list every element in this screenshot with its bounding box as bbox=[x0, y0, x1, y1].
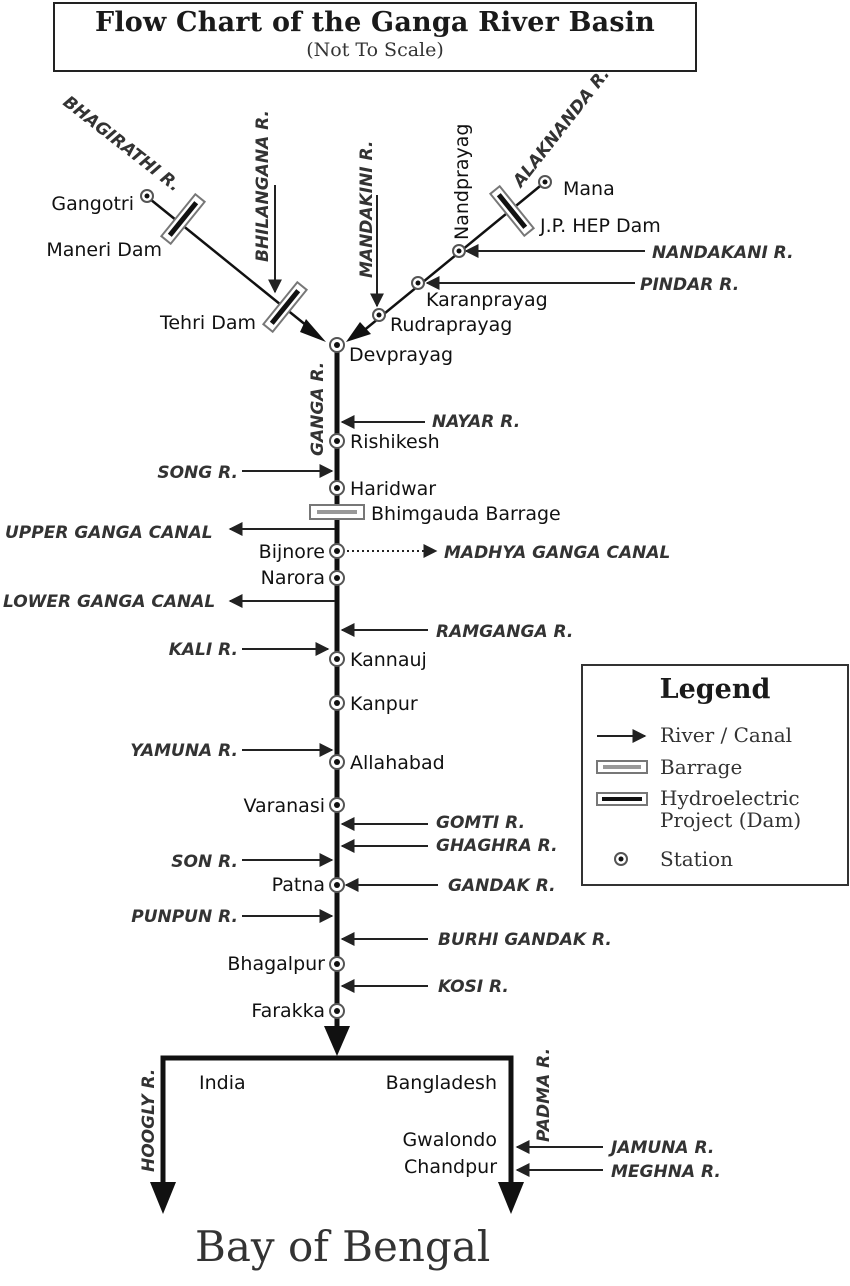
label-narora: Narora bbox=[261, 567, 325, 589]
legend-title: Legend bbox=[659, 674, 771, 705]
label-bhimgauda-barrage: Bhimgauda Barrage bbox=[371, 503, 561, 525]
label-tehri-dam: Tehri Dam bbox=[159, 312, 256, 334]
label-bangladesh: Bangladesh bbox=[386, 1072, 497, 1094]
title-box: Flow Chart of the Ganga River Basin (Not… bbox=[53, 2, 697, 72]
label-gangotri: Gangotri bbox=[51, 193, 134, 215]
label-gwalondo: Gwalondo bbox=[402, 1129, 497, 1151]
label-patna: Patna bbox=[272, 874, 325, 896]
label-yamuna-river: YAMUNA R. bbox=[130, 741, 238, 761]
label-karanprayag: Karanprayag bbox=[426, 289, 548, 311]
label-kannauj: Kannauj bbox=[350, 649, 427, 671]
label-jamuna-river: JAMUNA R. bbox=[608, 1138, 714, 1158]
label-padma-river: PADMA R. bbox=[534, 1048, 554, 1142]
label-mandakini-river: MANDAKINI R. bbox=[357, 141, 377, 278]
maneri-dam-symbol bbox=[159, 192, 207, 246]
label-ramganga-river: RAMGANGA R. bbox=[436, 622, 573, 642]
label-ganga-river: GANGA R. bbox=[308, 362, 328, 456]
label-kali-river: KALI R. bbox=[169, 640, 238, 660]
legend-station-label: Station bbox=[660, 847, 734, 871]
label-allahabad: Allahabad bbox=[350, 752, 445, 774]
label-pindar-river: PINDAR R. bbox=[640, 275, 739, 295]
label-punpun-river: PUNPUN R. bbox=[131, 907, 238, 927]
hoogly-arrowhead bbox=[150, 1182, 176, 1214]
label-kosi-river: KOSI R. bbox=[438, 977, 509, 997]
label-bhilangana-river: BHILANGANA R. bbox=[253, 110, 273, 262]
label-mana: Mana bbox=[563, 178, 615, 200]
legend-barrage-icon bbox=[596, 760, 648, 774]
label-alaknanda-river: ALAKNANDA R. bbox=[508, 65, 614, 193]
label-nandprayag: Nandprayag bbox=[451, 124, 473, 240]
label-haridwar: Haridwar bbox=[350, 478, 436, 500]
label-lower-ganga-canal: LOWER GANGA CANAL bbox=[3, 592, 215, 612]
label-gandak-river: GANDAK R. bbox=[448, 876, 556, 896]
legend-station-icon bbox=[614, 852, 628, 866]
legend-barrage-label: Barrage bbox=[660, 755, 743, 779]
label-farakka: Farakka bbox=[251, 1000, 325, 1022]
legend-hydro-label-2: Project (Dam) bbox=[660, 808, 802, 832]
label-kanpur: Kanpur bbox=[350, 693, 418, 715]
label-varanasi: Varanasi bbox=[244, 795, 325, 817]
label-madhya-ganga-canal: MADHYA GANGA CANAL bbox=[444, 543, 670, 563]
label-maneri-dam: Maneri Dam bbox=[46, 239, 162, 261]
jp-hep-dam-symbol bbox=[488, 184, 536, 238]
bay-of-bengal-label: Bay of Bengal bbox=[195, 1222, 491, 1271]
label-burhi-gandak-river: BURHI GANDAK R. bbox=[438, 930, 612, 950]
label-bhagirathi-river: BHAGIRATHI R. bbox=[59, 92, 184, 196]
legend-symbols bbox=[596, 729, 648, 866]
tehri-dam-symbol bbox=[261, 280, 309, 334]
legend-dam-icon bbox=[596, 792, 648, 806]
label-chandpur: Chandpur bbox=[404, 1156, 497, 1178]
chart-subtitle: (Not To Scale) bbox=[306, 39, 444, 61]
bhimgauda-barrage-symbol bbox=[309, 504, 365, 520]
alaknanda-arrowhead bbox=[346, 322, 371, 342]
label-india: India bbox=[199, 1072, 246, 1094]
label-bhagalpur: Bhagalpur bbox=[227, 953, 325, 975]
delta-split-channel bbox=[160, 1055, 514, 1186]
label-rishikesh: Rishikesh bbox=[350, 431, 440, 453]
label-jp-hep-dam: J.P. HEP Dam bbox=[539, 215, 661, 237]
label-upper-ganga-canal: UPPER GANGA CANAL bbox=[5, 523, 213, 543]
ganga-main-arrowhead bbox=[324, 1026, 350, 1056]
label-gomti-river: GOMTI R. bbox=[436, 813, 525, 833]
label-nandakani-river: NANDAKANI R. bbox=[652, 243, 794, 263]
label-meghna-river: MEGHNA R. bbox=[611, 1162, 721, 1182]
label-rudraprayag: Rudraprayag bbox=[390, 314, 512, 336]
label-devprayag: Devprayag bbox=[349, 344, 453, 366]
station-marker-dots bbox=[144, 179, 548, 1014]
legend-river-label: River / Canal bbox=[660, 723, 793, 747]
label-song-river: SONG R. bbox=[157, 463, 238, 483]
legend-hydro-label-1: Hydroelectric bbox=[660, 786, 800, 810]
legend: Legend River / Canal Barrage Hydroelectr… bbox=[581, 664, 849, 886]
label-hoogly-river: HOOGLY R. bbox=[139, 1069, 159, 1172]
bhagirathi-arrowhead bbox=[300, 319, 326, 342]
label-bijnore: Bijnore bbox=[259, 541, 325, 563]
label-ghaghra-river: GHAGHRA R. bbox=[436, 836, 558, 856]
chart-title: Flow Chart of the Ganga River Basin bbox=[94, 7, 656, 38]
label-son-river: SON R. bbox=[171, 852, 238, 872]
padma-arrowhead bbox=[498, 1182, 524, 1214]
label-nayar-river: NAYAR R. bbox=[432, 412, 520, 432]
